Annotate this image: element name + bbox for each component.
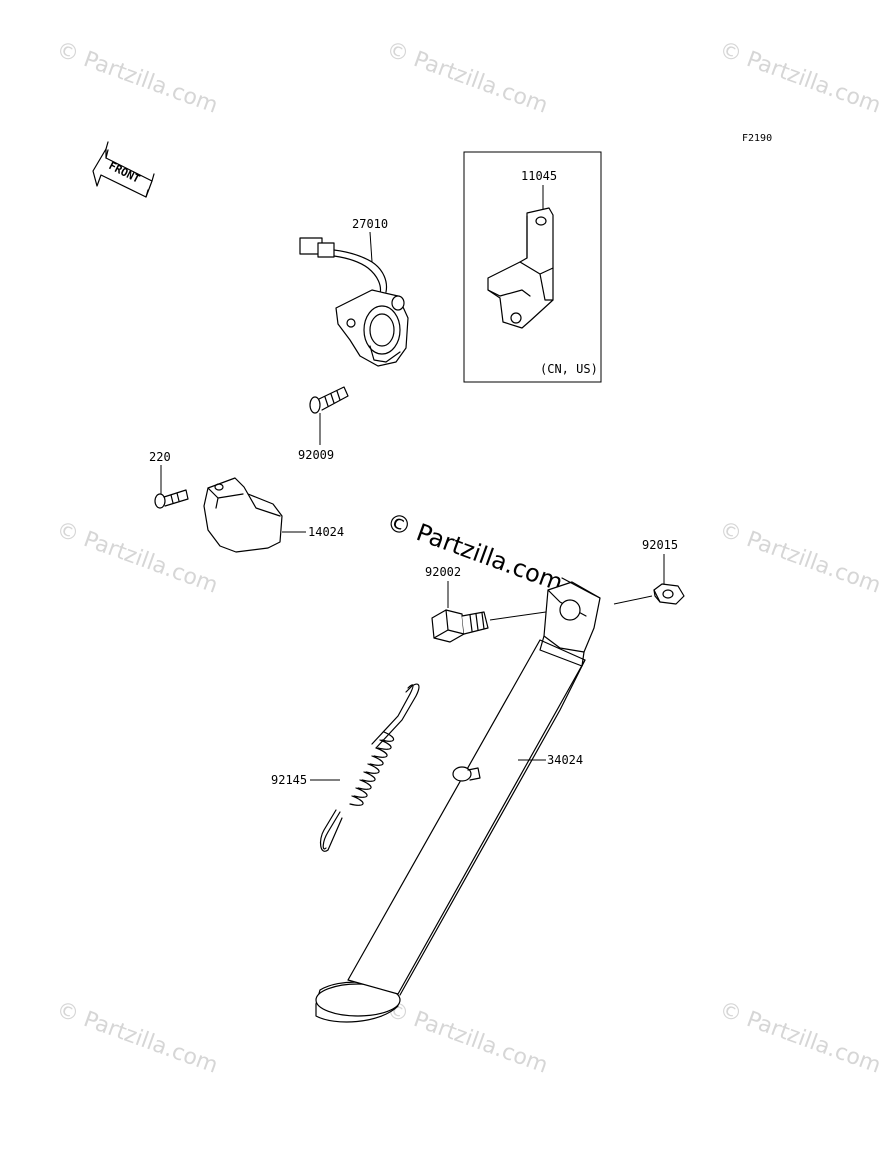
spring-icon	[319, 683, 420, 852]
side-stand-icon	[315, 577, 601, 1023]
nut-icon	[653, 583, 685, 605]
screw-small-icon	[154, 489, 189, 509]
part-label-92009: 92009	[298, 448, 334, 462]
cover-icon	[203, 477, 283, 553]
part-label-220: 220	[149, 450, 171, 464]
watermark: © Partzilla.com	[53, 997, 221, 1079]
bolt-icon	[431, 609, 489, 643]
watermark: © Partzilla.com	[716, 37, 884, 119]
watermark: © Partzilla.com	[53, 37, 221, 119]
part-label-11045: 11045	[521, 169, 557, 183]
watermark: © Partzilla.com	[716, 517, 884, 599]
bracket-icon	[487, 207, 554, 329]
switch-icon	[299, 237, 409, 367]
part-label-34024: 34024	[547, 753, 583, 767]
part-label-92145: 92145	[271, 773, 307, 787]
part-label-92015: 92015	[642, 538, 678, 552]
part-label-14024: 14024	[308, 525, 344, 539]
watermark: © Partzilla.com	[716, 997, 884, 1079]
market-note: (CN, US)	[540, 362, 598, 376]
watermark: © Partzilla.com	[383, 997, 551, 1079]
figure-code: F2190	[742, 133, 772, 144]
inset-box: 11045 (CN, US)	[463, 151, 602, 383]
screw-icon	[309, 386, 349, 414]
part-label-92002: 92002	[425, 565, 461, 579]
watermark: © Partzilla.com	[53, 517, 221, 599]
watermark: © Partzilla.com	[383, 37, 551, 119]
front-arrow-icon: FRONT	[92, 141, 155, 198]
watermark-center: © Partzilla.com	[383, 507, 567, 597]
part-label-27010: 27010	[352, 217, 388, 231]
